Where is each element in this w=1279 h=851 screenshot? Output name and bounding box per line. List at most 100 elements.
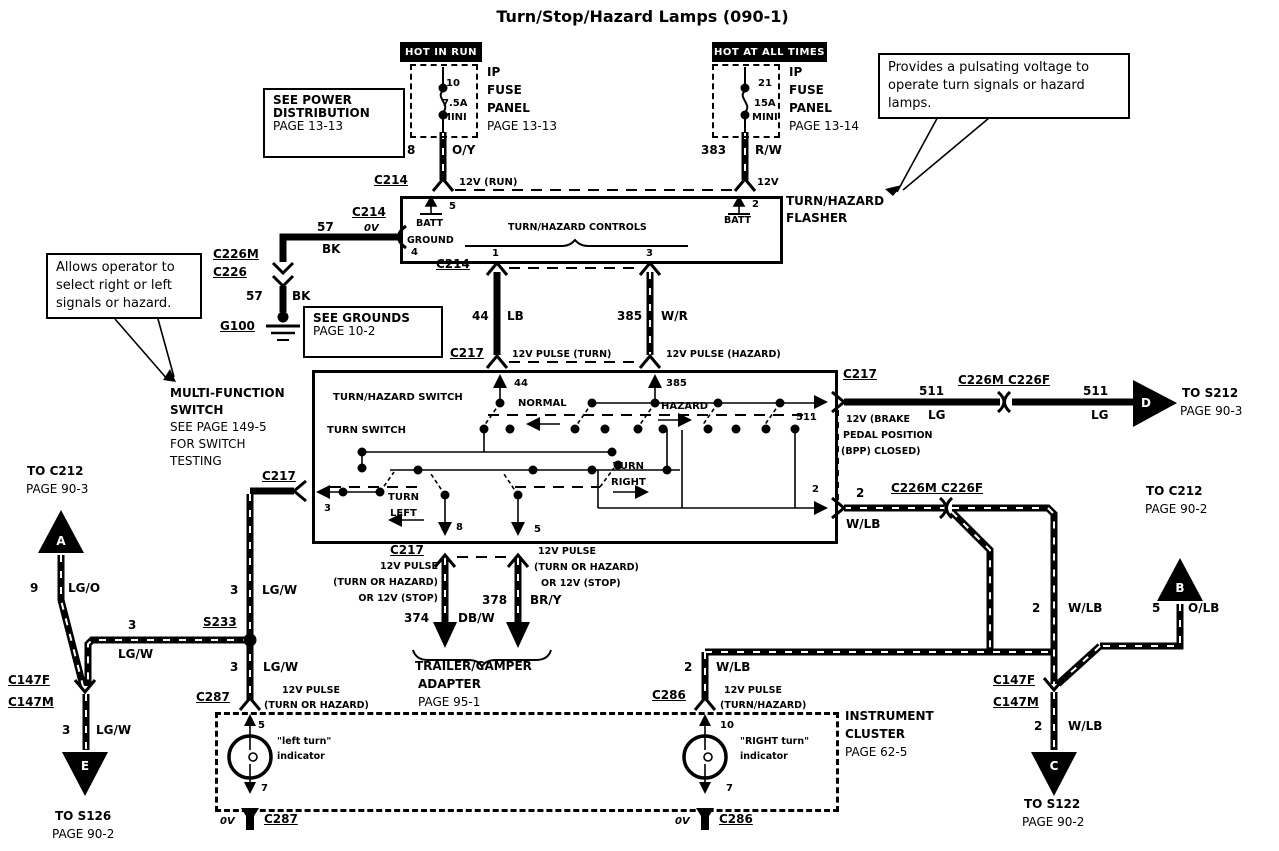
destination-page: PAGE 90-2	[52, 827, 115, 841]
pin-number: 44	[514, 378, 528, 389]
triangle-letter: C	[1049, 759, 1059, 773]
wire-color: LG/W	[262, 583, 298, 597]
wire-color: LG	[1091, 408, 1109, 422]
circuit-number: 385	[617, 309, 643, 323]
flasher-note-box: Provides a pulsating voltage to operate …	[878, 53, 1130, 119]
fuse-type: MINI	[752, 112, 778, 123]
switch-title: TURN/HAZARD SWITCH	[333, 392, 463, 403]
battery-icon	[420, 195, 750, 215]
voltage-label: (TURN OR HAZARD)	[264, 700, 369, 711]
see-power-box: SEE POWER DISTRIBUTION PAGE 13-13	[263, 88, 405, 158]
note-line: operate turn signals or hazard	[888, 78, 1085, 93]
pin-number: 3	[324, 503, 331, 514]
hot-in-run-banner: HOT IN RUN	[400, 42, 482, 62]
contact-dots	[243, 398, 800, 647]
wire-color: BR/Y	[530, 593, 562, 607]
switch-position-label: HAZARD	[661, 401, 709, 412]
fuse-box-left	[410, 64, 478, 138]
fuse-type: MINI	[441, 112, 467, 123]
e-triangle	[62, 752, 108, 796]
triangle-letter: B	[1175, 581, 1185, 595]
note-line: signals or hazard.	[56, 296, 172, 311]
note-line: select right or left	[56, 278, 172, 293]
pin-label: BATT	[724, 215, 752, 226]
component-page: PAGE 95-1	[418, 695, 481, 709]
pin-number: 5	[449, 201, 456, 212]
circuit-number: 9	[30, 581, 39, 595]
connector-label: C286	[652, 688, 686, 702]
splice-label: S233	[203, 615, 237, 629]
connector-label: C217	[450, 346, 484, 360]
fuse-rating: 7.5A	[442, 98, 468, 109]
destination-label: TO C212	[27, 464, 84, 478]
fuse-panel-page: PAGE 13-13	[487, 119, 558, 133]
destination-page: PAGE 90-3	[1180, 404, 1243, 418]
pin-number: 1	[492, 248, 499, 259]
voltage-label: OR 12V (STOP)	[541, 578, 621, 589]
circuit-number: 3	[128, 618, 137, 632]
switch-position-label: RIGHT	[611, 477, 646, 488]
circuit-number: 2	[684, 660, 693, 674]
note-line: lamps.	[888, 96, 932, 111]
fuse-panel-label: IP	[789, 65, 803, 79]
braces	[412, 238, 688, 670]
fuse-rating: 15A	[754, 98, 776, 109]
voltage-label: 12V PULSE	[724, 685, 782, 696]
d-triangle	[1133, 380, 1177, 427]
mfs-line: MULTI-FUNCTION	[170, 386, 285, 400]
bulb-label: indicator	[277, 751, 325, 762]
fuse-number: 21	[758, 78, 772, 89]
component-name: ADAPTER	[418, 677, 481, 691]
switch-position-label: TURN	[613, 461, 645, 472]
component-name: INSTRUMENT	[845, 709, 934, 723]
fuse-panel-label: PANEL	[487, 101, 530, 115]
circuit-number: 378	[482, 593, 508, 607]
pin-number: 7	[261, 783, 268, 794]
destination-triangles	[38, 380, 1203, 796]
voltage-label: (TURN OR HAZARD)	[333, 577, 438, 588]
voltage-label: 12V PULSE	[282, 685, 340, 696]
ground-icon	[266, 311, 300, 341]
note-line: Provides a pulsating voltage to	[888, 60, 1090, 75]
see-power-line: DISTRIBUTION	[273, 106, 370, 120]
dashed-lines	[330, 189, 839, 558]
pin-number: 2	[752, 199, 759, 210]
connector-label: C214	[374, 173, 408, 187]
circuit-number: 3	[230, 583, 239, 597]
circuit-number: 2	[1034, 719, 1043, 733]
voltage-label: (BPP) CLOSED)	[841, 446, 921, 457]
flasher-controls-label: TURN/HAZARD CONTROLS	[508, 222, 647, 233]
wire-color: W/LB	[1068, 601, 1103, 615]
fuse-panel-label: IP	[487, 65, 501, 79]
connector-label: C147M	[8, 695, 54, 709]
pin-number: 2	[812, 484, 819, 495]
voltage-label: 0V	[675, 816, 690, 827]
connector-label: C214	[436, 257, 470, 271]
a-triangle	[38, 510, 84, 553]
instrument-cluster-box	[215, 712, 839, 812]
voltage-label: OR 12V (STOP)	[358, 593, 438, 604]
connector-label: C217	[843, 367, 877, 381]
pin-number: 4	[411, 247, 418, 258]
wire-color: W/LB	[846, 517, 881, 531]
connector-label: C226	[213, 265, 247, 279]
component-page: PAGE 62-5	[845, 745, 908, 759]
connector-label: C287	[196, 690, 230, 704]
connector-glyphs	[73, 176, 1066, 711]
triangle-letter: E	[80, 759, 90, 773]
bulb-icon	[227, 734, 728, 780]
wire-stripes	[60, 132, 1181, 750]
connector-label: C217	[262, 469, 296, 483]
circuit-number: 8	[407, 143, 416, 157]
fuse-panel-label: FUSE	[487, 83, 522, 97]
switch-note-box: Allows operator to select right or left …	[46, 253, 202, 319]
voltage-label: 12V	[757, 177, 779, 188]
connector-label: C147F	[8, 673, 51, 687]
wire-color: LG/W	[118, 647, 154, 661]
fuse-panel-label: FUSE	[789, 83, 824, 97]
flasher-box	[400, 196, 783, 264]
b-triangle	[1157, 558, 1203, 601]
voltage-label: 12V (BRAKE	[846, 414, 910, 425]
circuit-number: 374	[404, 611, 430, 625]
